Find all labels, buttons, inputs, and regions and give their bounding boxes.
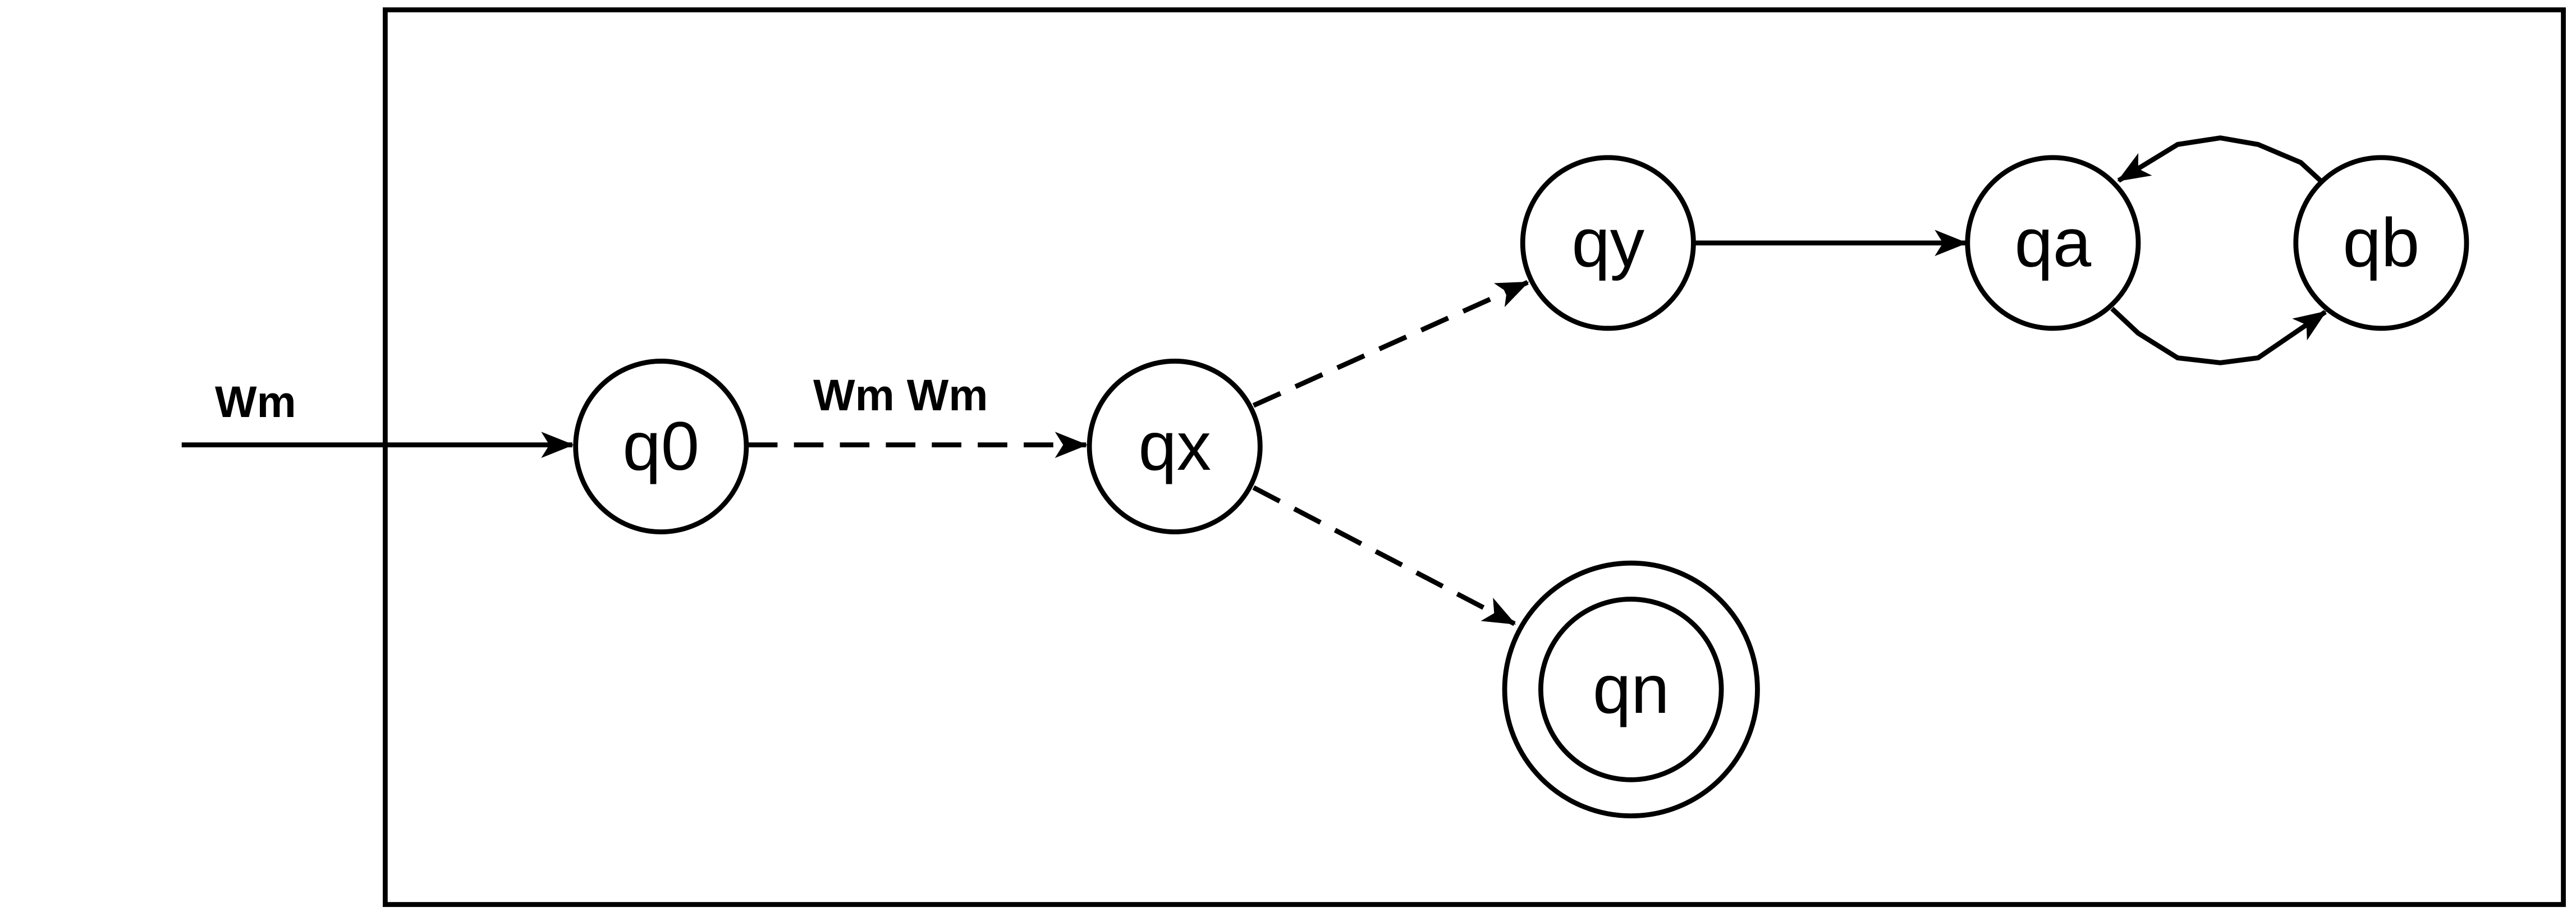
state-q0: q0 (573, 359, 749, 534)
state-label: qy (1571, 204, 1644, 281)
edge-qb-qa (2117, 135, 2322, 183)
edge-label-q0-qx: Wm Wm (813, 370, 988, 420)
state-label: qa (2015, 204, 2092, 281)
state-label: qn (1593, 651, 1670, 728)
system-boundary (383, 7, 2566, 907)
edge-qa-qb (2110, 306, 2327, 365)
edge-qx-qn (1252, 485, 1516, 626)
state-label: qb (2343, 204, 2420, 281)
state-label: q0 (622, 408, 699, 485)
state-qy: qy (1520, 155, 1696, 331)
edge-qx-qy (1252, 280, 1529, 408)
edge-label-start: Wm (215, 377, 296, 427)
state-qa: qa (1965, 155, 2141, 331)
state-qb: qb (2293, 155, 2469, 331)
state-label: qx (1138, 408, 1211, 485)
state-qx: qx (1087, 359, 1263, 534)
state-qn-accepting: qn (1502, 560, 1760, 818)
